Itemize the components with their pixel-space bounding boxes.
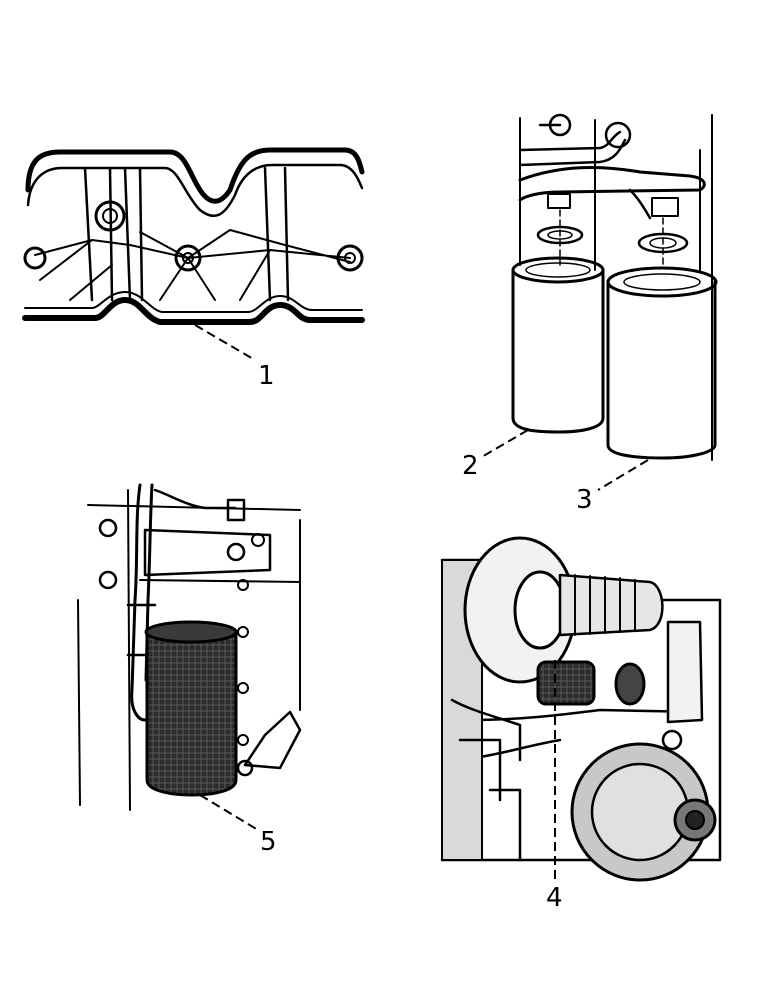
seal-right [637, 232, 689, 254]
top-fitting [226, 498, 246, 522]
seal-left [536, 225, 584, 245]
oil-tube [130, 483, 154, 722]
hose-ribs [574, 574, 636, 636]
cover-top-edge [25, 147, 365, 204]
cover-boss-center-inner [182, 252, 194, 264]
filter-head-boss [143, 528, 272, 577]
block-lines [77, 489, 301, 811]
callout-5: 5 [260, 827, 277, 857]
filter-5-body [145, 630, 238, 797]
drain-fitting [243, 710, 302, 770]
filter-head-wing [628, 188, 652, 220]
callout-1: 1 [258, 361, 275, 391]
pulley-hub-center [685, 810, 705, 830]
panel-engine-photo [440, 536, 722, 882]
filter-3-top-inner [623, 273, 701, 291]
bracket-bolt [661, 729, 683, 751]
side-bolt-1 [98, 518, 118, 538]
pipe-fitting-right [604, 121, 632, 149]
top-pipe [518, 123, 627, 167]
leader-2 [479, 429, 529, 459]
callout-4: 4 [546, 883, 563, 913]
rail-bolt-4 [237, 734, 249, 746]
gasket-1 [22, 297, 365, 325]
head-bolt [226, 542, 246, 562]
seal-right-inner [649, 237, 677, 249]
cover-boss-center [174, 244, 202, 272]
strainer-4-end [614, 662, 646, 706]
filter-2-top-inner [525, 262, 591, 278]
leader-1 [194, 324, 256, 361]
leader-3 [597, 459, 649, 491]
callout-3: 3 [576, 485, 593, 515]
leader-5 [199, 794, 259, 831]
right-bracket [666, 620, 704, 724]
filter-5-top [144, 620, 238, 644]
filter-3-top [606, 266, 718, 298]
cover-rib-2 [123, 166, 144, 302]
filter-3-body [606, 280, 717, 460]
side-bolt-2 [98, 570, 118, 590]
rail-bolt-1 [237, 579, 249, 591]
cover-top-inner [26, 163, 364, 218]
cover-rib-1 [83, 166, 114, 302]
intake-hose [558, 573, 664, 637]
rail-bolt-2 [237, 626, 249, 638]
seal-left-inner [547, 230, 573, 240]
head-bolt-2 [251, 533, 265, 547]
cover-boss-left [23, 246, 47, 270]
filter-head [518, 165, 706, 202]
filter-2-top [511, 256, 605, 284]
intake-cap [513, 570, 567, 650]
filter-2-body [511, 268, 605, 434]
pulley-large-ring [590, 762, 690, 862]
cover-boss-top [94, 200, 126, 232]
pipe-fitting-left [548, 113, 572, 137]
panel-valve-cover [22, 147, 365, 325]
cover-boss-right-inner [344, 252, 356, 264]
top-line [153, 488, 237, 510]
callout-2: 2 [462, 451, 479, 481]
gasket-1-inner [24, 291, 363, 313]
nipple-right [651, 197, 679, 217]
cover-boss-right [336, 244, 364, 272]
panel-twin-filters [511, 113, 718, 461]
drain-plug [236, 759, 254, 777]
side-hoses [450, 698, 522, 862]
strainer-4 [536, 660, 596, 706]
frame-lines [519, 114, 713, 461]
rail-bolt-3 [237, 682, 249, 694]
nipple-left [547, 193, 571, 209]
cover-boss-top-inner [102, 208, 118, 224]
cover-rib-3 [263, 166, 290, 302]
cover-web [34, 229, 351, 301]
